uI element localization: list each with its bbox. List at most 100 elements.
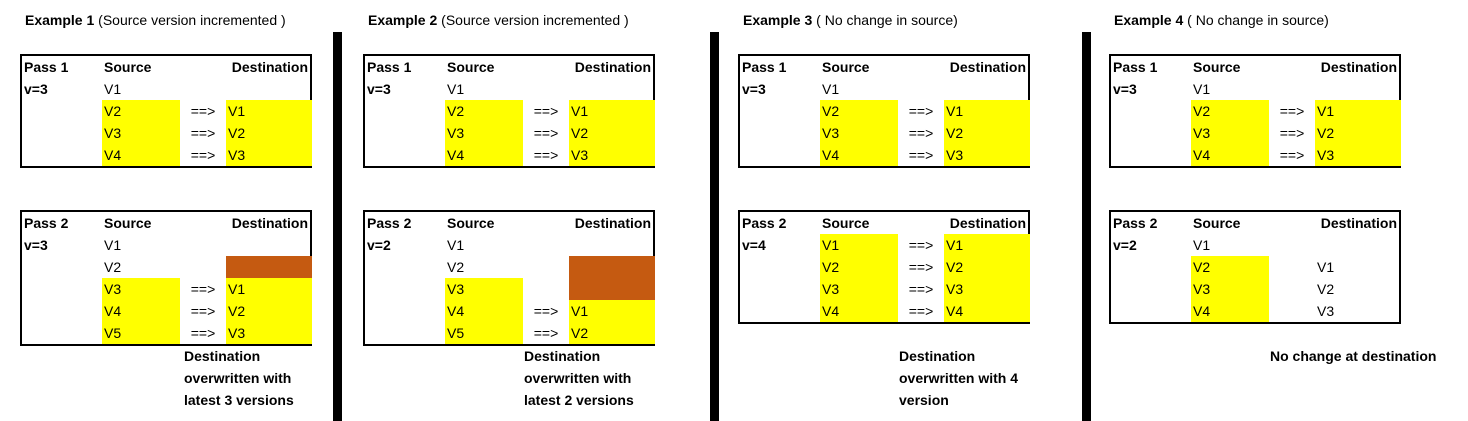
divider-2	[710, 32, 719, 421]
arrow-cell	[1269, 256, 1315, 278]
destination-cell: V3	[1315, 144, 1401, 166]
arrow-cell: ==>	[908, 237, 934, 253]
note-line: Destination	[899, 348, 976, 364]
arrow-cell: ==>	[190, 147, 216, 163]
source-cell: V2	[820, 100, 898, 122]
arrow-cell	[1269, 234, 1315, 256]
source-cell: V1	[822, 81, 840, 97]
source-cell: V4	[1191, 144, 1269, 166]
arrow-cell: ==>	[190, 125, 216, 141]
arrow-cell: ==>	[1279, 147, 1305, 163]
pass-label: Pass 1	[742, 59, 787, 75]
source-header: Source	[104, 215, 152, 231]
source-cell: V1	[820, 234, 898, 256]
arrow-cell: ==>	[908, 303, 934, 319]
table-row: V2==>V1	[740, 100, 1030, 122]
source-cell: V1	[1193, 237, 1211, 253]
table-row: V3==>V3	[740, 278, 1030, 300]
note-line: latest 3 versions	[184, 392, 294, 408]
destination-cell	[226, 234, 312, 256]
source-cell: V4	[445, 300, 523, 322]
table-row: V2==>V1	[1111, 100, 1401, 122]
source-header: Source	[447, 59, 495, 75]
source-header: Source	[1193, 215, 1241, 231]
destination-cell: V1	[226, 278, 312, 300]
destination-cell: V2	[569, 322, 655, 344]
source-cell: V1	[447, 237, 465, 253]
arrow-cell	[180, 234, 226, 256]
arrow-cell: ==>	[533, 147, 559, 163]
table-row: V5==>V3	[22, 322, 312, 344]
table-row: V4==>V2	[22, 300, 312, 322]
destination-header: Destination	[231, 215, 308, 231]
table-row: V4 ==> V3	[365, 144, 655, 166]
source-cell: V3	[1191, 278, 1269, 300]
destination-cell	[569, 278, 655, 300]
table-row: V2==>V1	[365, 100, 655, 122]
version-label: v=3	[24, 81, 48, 97]
example-3-title: Example 3 ( No change in source)	[743, 11, 958, 29]
source-cell: V2	[820, 256, 898, 278]
source-cell: V4	[102, 144, 180, 166]
source-cell: V2	[1191, 100, 1269, 122]
destination-cell: V2	[569, 122, 655, 144]
destination-cell: V1	[569, 100, 655, 122]
arrow-cell: ==>	[533, 125, 559, 141]
source-header: Source	[447, 215, 495, 231]
arrow-cell: ==>	[1279, 125, 1305, 141]
pass-label: Pass 2	[367, 215, 412, 231]
header-row: Pass 2 Source Destination	[365, 212, 653, 234]
destination-header: Destination	[949, 215, 1026, 231]
destination-cell: V3	[569, 144, 655, 166]
example-title: Example 2	[368, 12, 438, 28]
destination-cell	[226, 256, 312, 278]
source-cell: V3	[445, 122, 523, 144]
arrow-cell	[523, 234, 569, 256]
destination-header: Destination	[574, 215, 651, 231]
table-row: V3==>V2	[740, 122, 1030, 144]
source-cell: V4	[445, 144, 523, 166]
note-line: Destination	[184, 348, 261, 364]
source-cell: V4	[820, 300, 898, 322]
table-row: V2	[22, 256, 312, 278]
table-row: V4==>V4	[740, 300, 1030, 322]
source-cell: V3	[820, 278, 898, 300]
arrow-cell: ==>	[190, 281, 216, 297]
table-row: V4 ==> V3	[1111, 144, 1401, 166]
source-cell: V5	[445, 322, 523, 344]
version-label: v=3	[742, 81, 766, 97]
source-cell: V3	[820, 122, 898, 144]
source-cell: V2	[102, 100, 180, 122]
destination-header: Destination	[1320, 59, 1397, 75]
table-row: V3==>V1	[22, 278, 312, 300]
arrow-cell: ==>	[908, 147, 934, 163]
source-cell: V1	[447, 81, 465, 97]
table-row: V2	[365, 256, 655, 278]
note-line: overwritten with 4	[899, 370, 1019, 386]
example-4-note: No change at destination	[1270, 345, 1436, 367]
destination-cell: V1	[226, 100, 312, 122]
example-subtitle: ( No change in source)	[1187, 12, 1329, 28]
example-1-title: Example 1 (Source version incremented )	[25, 11, 286, 29]
destination-header: Destination	[949, 59, 1026, 75]
source-cell: V2	[445, 100, 523, 122]
note-line: No change at destination	[1270, 348, 1437, 364]
example-3-note: Destination overwritten with 4 version	[899, 345, 1018, 411]
arrow-cell: ==>	[533, 325, 559, 341]
destination-header: Destination	[574, 59, 651, 75]
